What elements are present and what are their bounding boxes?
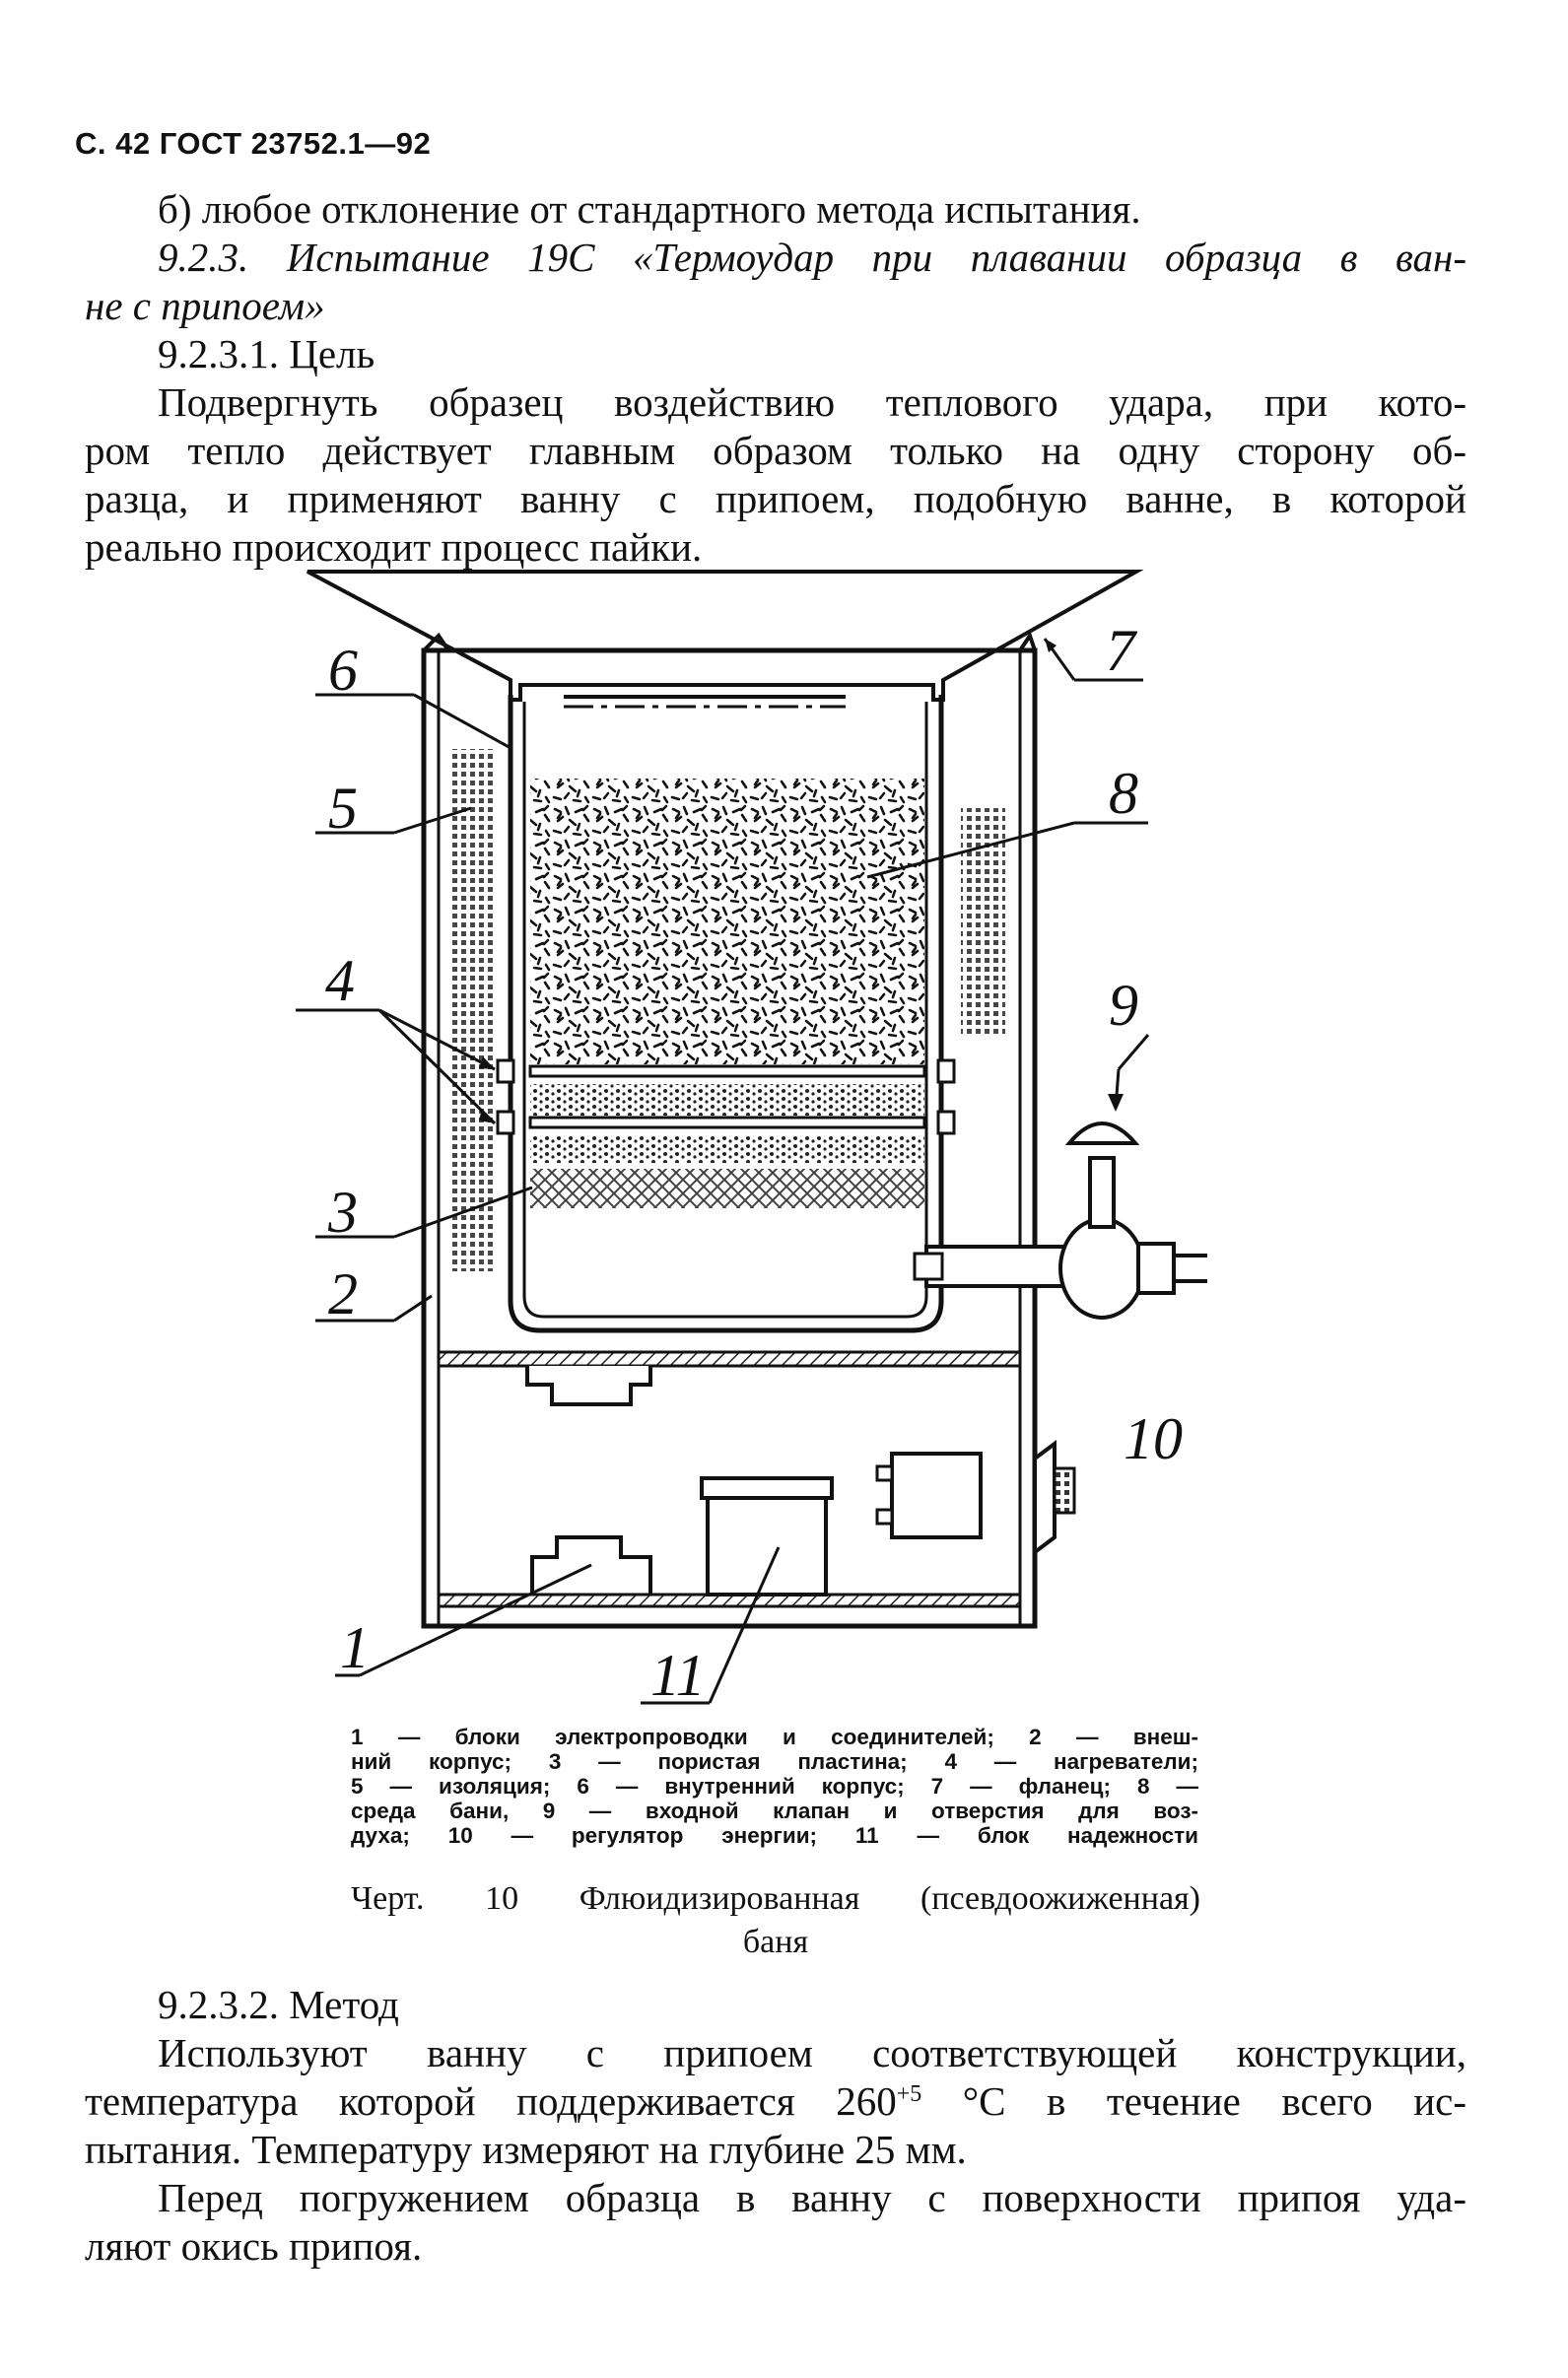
goal-line-4: реально происходит процесс пайки.: [85, 524, 703, 570]
callout-10: 10: [1124, 1406, 1183, 1471]
callout-5: 5: [328, 776, 358, 841]
legend-line: 1 — блоки электропроводки и соединителей…: [351, 1725, 1198, 1749]
dross-line-2: ляют окись припоя.: [85, 2223, 423, 2269]
flange: [307, 570, 1144, 702]
callout-2: 2: [328, 1261, 358, 1326]
heater-left-1: [496, 1058, 515, 1084]
goal-heading: 9.2.3.1. Цель: [158, 331, 375, 376]
callout-9: 9: [1109, 973, 1138, 1038]
air-cap: [1064, 1121, 1140, 1145]
dross-line-1: Перед погружением образца в ванну с пове…: [158, 2175, 1466, 2220]
inner-body: [508, 695, 944, 1333]
figure-title-line2: баня: [742, 1924, 809, 1960]
goal-line-2: ром тепло действует главным образом толь…: [85, 428, 1466, 473]
goal-line-1: Подвергнуть образец воздействию тепловог…: [158, 379, 1466, 425]
figure-legend: 1 — блоки электропроводки и соединителей…: [351, 1725, 1198, 1848]
legend-line: духа; 10 — регулятор энергии; 11 — блок …: [351, 1823, 1198, 1848]
porous-plate-texture: [530, 1135, 924, 1163]
legend-line: 5 — изоляция; 6 — внутренний корпус; 7 —…: [351, 1774, 1198, 1799]
legend-line: ний корпус; 3 — пористая пластина; 4 — н…: [351, 1749, 1198, 1774]
callout-3: 3: [327, 1180, 358, 1245]
callout-7: 7: [1106, 618, 1138, 683]
callout-11: 11: [650, 1643, 706, 1708]
divider: [437, 1350, 1022, 1368]
item-b-text: б) любое отклонение от стандартного мето…: [158, 186, 1141, 232]
method-line-2: температура которой поддерживается 260+5…: [85, 2077, 1466, 2126]
energy-regulator-block: [890, 1452, 983, 1539]
reliability-unit: [706, 1494, 828, 1597]
figure-title: Черт. 10 Флюидизированная (псевдоожиженн…: [351, 1877, 1200, 1964]
method-line-1: Используют ванну с припоем соответствующ…: [158, 2030, 1466, 2075]
inlet-pipe: [924, 1245, 1076, 1288]
heater-left-2: [496, 1110, 515, 1135]
method-line-2-post: °С в течение всего ис-: [921, 2078, 1466, 2124]
method-line-3: пытания. Температуру измеряют на глубине…: [85, 2127, 967, 2172]
heater-right-2: [936, 1110, 956, 1135]
callout-1: 1: [340, 1615, 370, 1680]
bath-medium: [530, 779, 924, 1064]
figure-title-line1: Черт. 10 Флюидизированная (псевдоожиженн…: [351, 1880, 1200, 1917]
temperature-tolerance: +5: [896, 2081, 922, 2107]
callout-8: 8: [1109, 761, 1138, 826]
inlet-valve: [1058, 1217, 1145, 1320]
running-head: С. 42 ГОСТ 23752.1—92: [75, 126, 432, 161]
method-line-2-pre: температура которой поддерживается 260: [85, 2078, 897, 2124]
goal-line-3: разца, и применяют ванну с припоем, подо…: [85, 476, 1466, 521]
callout-4: 4: [325, 948, 355, 1013]
porous-plate: [530, 1169, 924, 1208]
section-title-line1: 9.2.3. Испытание 19С «Термоудар при плав…: [158, 235, 1466, 280]
bottom-plate: [437, 1593, 1022, 1608]
legend-line: среда бани, 9 — входной клапан и отверст…: [351, 1799, 1198, 1823]
energy-regulator-knob: [1033, 1440, 1057, 1556]
upper-layer: [530, 1084, 924, 1116]
callout-6: 6: [328, 638, 358, 703]
heater-right-1: [936, 1058, 956, 1084]
method-heading: 9.2.3.2. Метод: [158, 1982, 399, 2027]
insulation-left: [448, 749, 493, 1271]
section-title-line2: не с припоем»: [85, 283, 325, 328]
